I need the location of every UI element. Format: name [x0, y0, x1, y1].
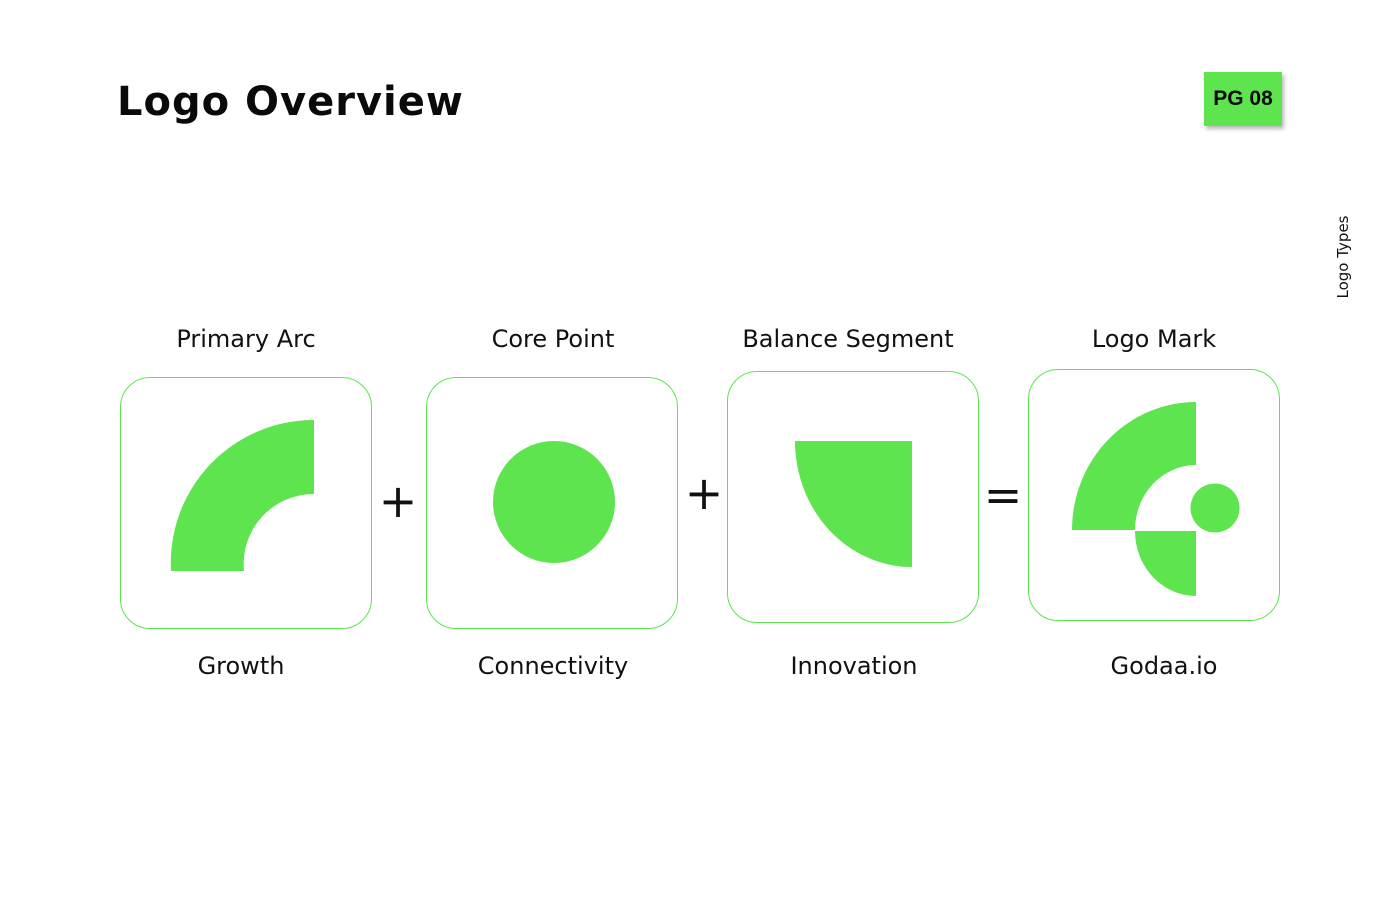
page-number-badge: PG 08 — [1204, 72, 1282, 126]
core-point-icon — [493, 441, 615, 563]
element-title-balance-segment: Balance Segment — [742, 325, 954, 353]
element-meaning-brand-name: Godaa.io — [1110, 652, 1218, 680]
element-title-primary-arc: Primary Arc — [176, 325, 316, 353]
element-card-balance-segment — [727, 371, 979, 623]
element-card-logo-mark — [1028, 369, 1280, 621]
plus-operator-1: + — [378, 474, 418, 528]
element-title-core-point: Core Point — [491, 325, 615, 353]
logo-mark-icon — [1072, 402, 1240, 596]
element-meaning-connectivity: Connectivity — [477, 652, 629, 680]
plus-operator-2: + — [684, 466, 724, 520]
balance-segment-icon — [795, 441, 912, 567]
element-card-primary-arc — [120, 377, 372, 629]
element-meaning-innovation: Innovation — [790, 652, 918, 680]
element-title-logo-mark: Logo Mark — [1091, 325, 1217, 353]
equals-operator: = — [983, 468, 1023, 522]
page-title: Logo Overview — [117, 79, 464, 125]
element-card-core-point — [426, 377, 678, 629]
element-meaning-growth: Growth — [197, 652, 285, 680]
primary-arc-icon — [170, 419, 314, 571]
section-side-label: Logo Types — [1334, 215, 1352, 299]
